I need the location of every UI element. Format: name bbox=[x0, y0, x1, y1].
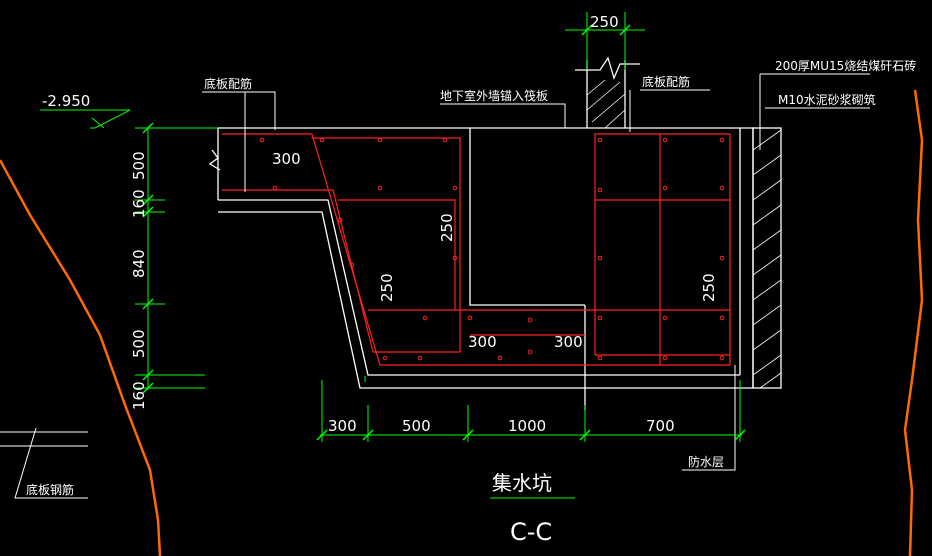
rebar-dim-top-left: 300 bbox=[272, 150, 301, 168]
slab-rebar-label: 底板钢筋 bbox=[26, 482, 74, 497]
dim-h-3: 700 bbox=[646, 417, 675, 435]
dim-h-0: 300 bbox=[328, 417, 357, 435]
dimension-lines bbox=[40, 12, 742, 499]
elevation-label: -2.950 bbox=[42, 92, 90, 110]
soil-boundary-lines bbox=[0, 89, 924, 556]
dimension-ticks bbox=[142, 24, 746, 441]
mortar-label: M10水泥砂浆砌筑 bbox=[778, 92, 876, 107]
leader-lines bbox=[0, 73, 870, 499]
dim-v-4: 160 bbox=[130, 381, 148, 410]
dim-v-1: 160 bbox=[130, 189, 148, 218]
wall-anchor-label: 地下室外墙锚入筏板 bbox=[440, 88, 548, 103]
rebar-dots bbox=[259, 137, 725, 361]
bottom-rebar-right-label: 底板配筋 bbox=[642, 74, 690, 89]
rebar-lines bbox=[222, 133, 731, 366]
dim-top-wall: 250 bbox=[590, 13, 619, 31]
rebar-dim-slope-vertical: 250 bbox=[378, 273, 396, 302]
masonry-label: 200厚MU15烧结煤矸石砖 bbox=[775, 58, 916, 73]
structure-outline bbox=[208, 56, 782, 410]
dim-h-1: 500 bbox=[402, 417, 431, 435]
dim-v-3: 500 bbox=[130, 329, 148, 358]
masonry-hatch bbox=[752, 129, 782, 389]
waterproof-label: 防水层 bbox=[688, 454, 724, 469]
dim-v-0: 500 bbox=[130, 151, 148, 180]
soil-line-left bbox=[0, 159, 162, 556]
dim-h-2: 1000 bbox=[508, 417, 546, 435]
wall-hatch bbox=[586, 79, 626, 129]
soil-line-right bbox=[903, 89, 924, 556]
bottom-rebar-left-label: 底板配筋 bbox=[204, 76, 252, 91]
section-label: C-C bbox=[510, 518, 552, 546]
rebar-dim-mid-vertical: 250 bbox=[438, 213, 456, 242]
rebar-dim-bottom-left: 300 bbox=[468, 333, 497, 351]
rebar-dim-bottom-right: 300 bbox=[554, 333, 583, 351]
rebar-dim-right-vertical: 250 bbox=[700, 273, 718, 302]
drawing-title: 集水坑 bbox=[492, 471, 552, 495]
dim-v-2: 840 bbox=[130, 249, 148, 278]
